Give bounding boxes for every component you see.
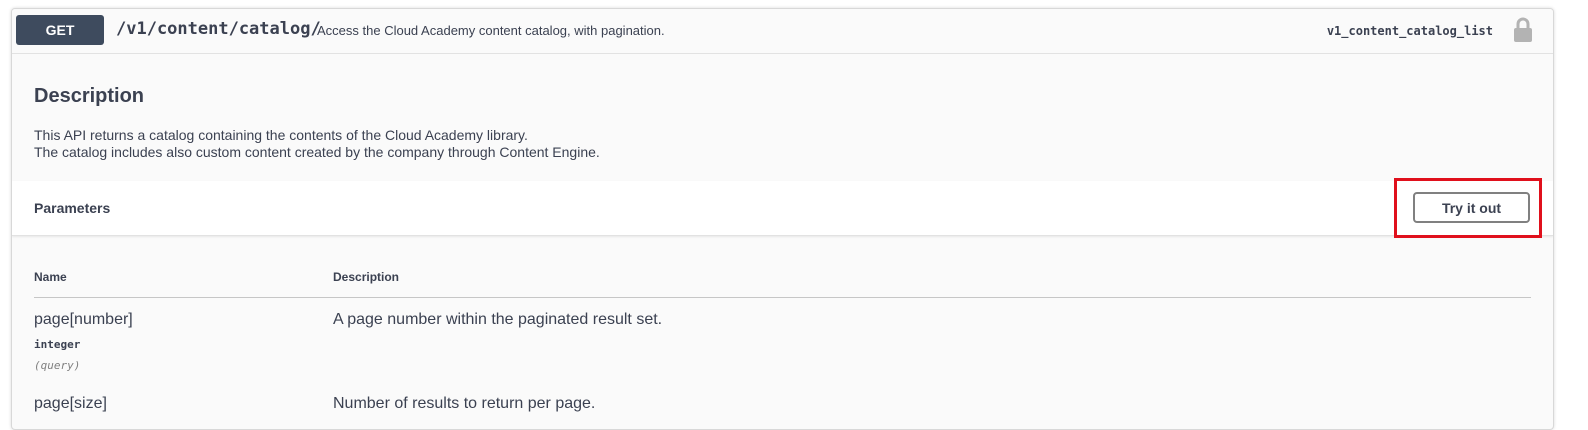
operation-block: GET /v1/content/catalog/ Access the Clou… (11, 8, 1554, 430)
lock-icon[interactable] (1513, 17, 1533, 43)
parameter-name: page[number] (34, 311, 133, 328)
operation-summary[interactable]: GET /v1/content/catalog/ Access the Clou… (12, 9, 1553, 54)
endpoint-summary: Access the Cloud Academy content catalog… (317, 23, 665, 38)
parameter-description: Number of results to return per page. (333, 395, 596, 412)
parameter-name: page[size] (34, 395, 107, 412)
description-line-1: This API returns a catalog containing th… (34, 127, 528, 143)
description-line-2: The catalog includes also custom content… (34, 144, 600, 160)
description-title: Description (34, 85, 145, 107)
column-header-name: Name (34, 270, 67, 284)
parameters-header: Parameters Try it out (12, 178, 1553, 238)
description-section: Description This API returns a catalog c… (34, 85, 1534, 161)
table-row: page[size] Number of results to return p… (34, 395, 1531, 425)
parameters-title: Parameters (34, 200, 111, 216)
table-row: page[number] integer (query) A page numb… (34, 311, 1531, 381)
operation-id: v1_content_catalog_list (1326, 24, 1493, 38)
try-it-out-button[interactable]: Try it out (1413, 192, 1530, 223)
try-it-out-highlight (1394, 178, 1542, 238)
endpoint-path: /v1/content/catalog/ (116, 19, 321, 39)
parameter-description: A page number within the paginated resul… (333, 311, 663, 328)
column-header-description: Description (333, 270, 400, 284)
parameter-type: integer (34, 338, 81, 351)
parameters-table-header: Name Description (34, 265, 1531, 298)
http-method-badge: GET (16, 15, 104, 45)
parameter-location: (query) (34, 359, 81, 372)
description-text: This API returns a catalog containing th… (34, 127, 1534, 161)
